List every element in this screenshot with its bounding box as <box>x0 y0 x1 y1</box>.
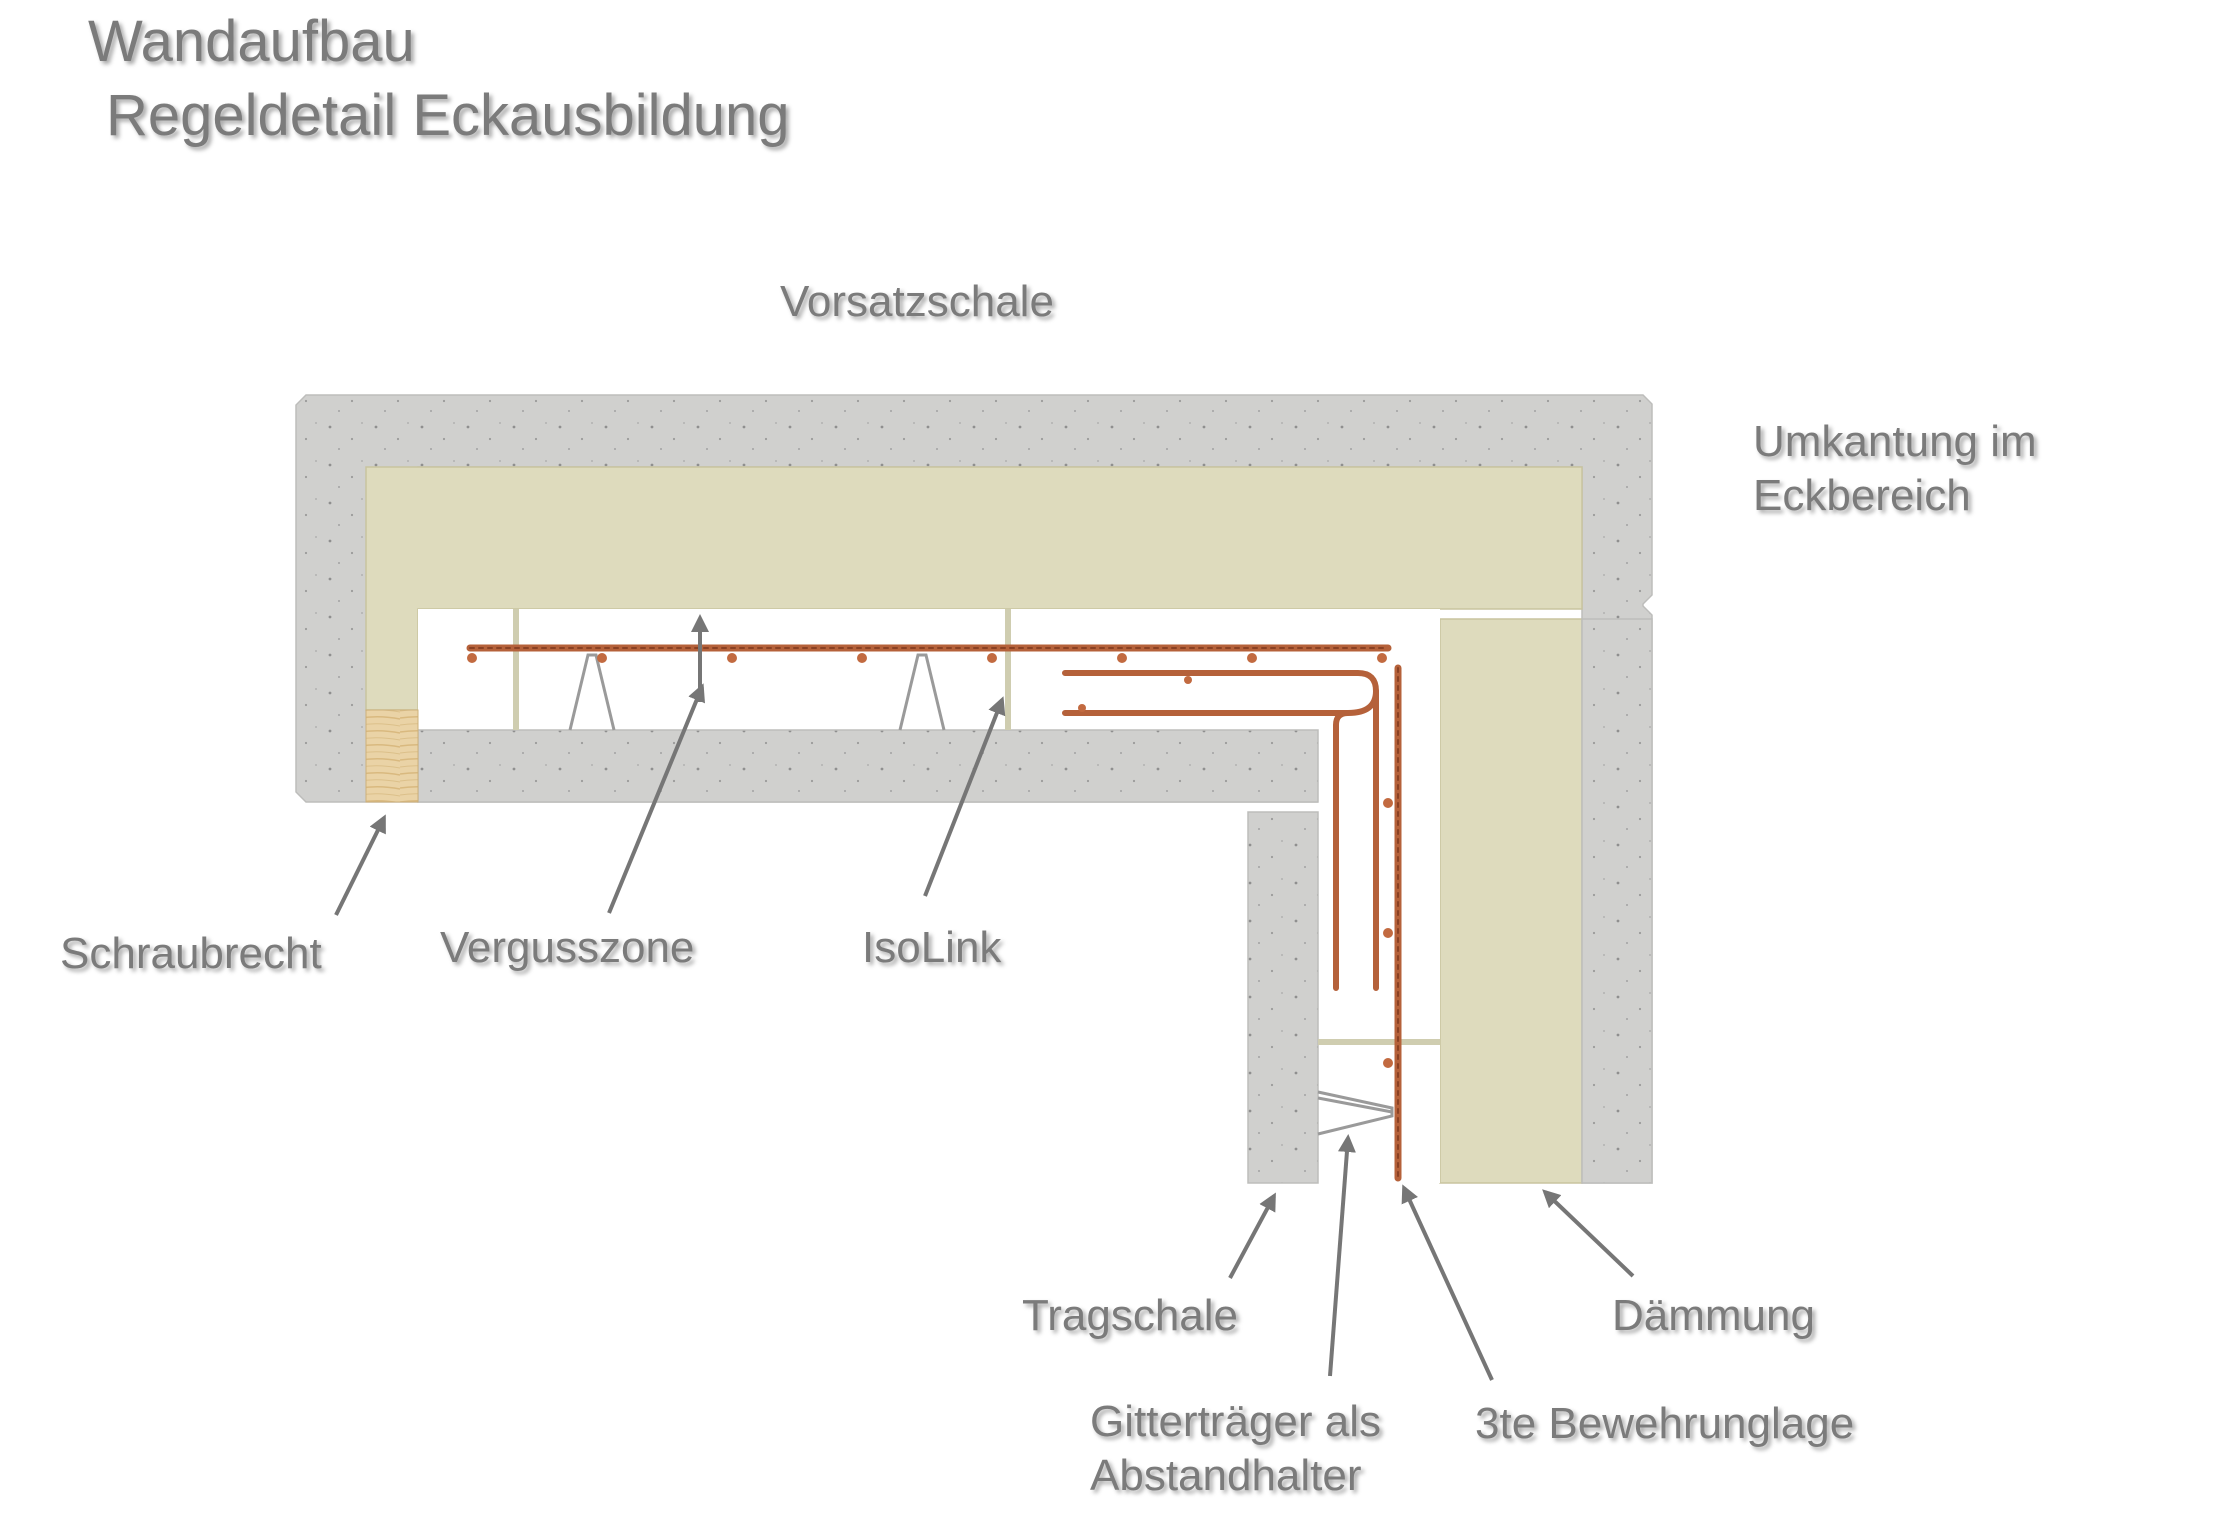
arrow-vergusszone <box>607 683 705 914</box>
label-gittertraeger-line-1: Gitterträger als <box>1090 1397 1381 1446</box>
label-bewehrung: 3te Bewehrunglage <box>1475 1399 1855 1448</box>
arrow-isolink <box>923 696 1006 897</box>
arrow-schraubrecht <box>334 814 386 916</box>
title-line-2: Regeldetail Eckausbildung <box>106 83 790 148</box>
label-tragschale: Tragschale <box>1022 1291 1239 1340</box>
arrow-bewehrung <box>1401 1184 1494 1381</box>
isolink-connectors <box>513 609 1440 1045</box>
title-line-1: Wandaufbau <box>88 9 415 74</box>
label-umkantung-line-1: Umkantung im <box>1753 417 2037 466</box>
label-vergusszone: Vergusszone <box>440 923 695 972</box>
callout-arrows <box>334 614 1635 1381</box>
label-schraubrecht: Schraubrecht <box>60 929 322 978</box>
schraubrecht-block <box>365 709 419 803</box>
arrow-gittertraeger <box>1328 1134 1356 1377</box>
label-umkantung-line-2: Eckbereich <box>1753 471 1971 520</box>
rebar-dots <box>467 653 1393 1068</box>
label-gittertraeger-line-2: Abstandhalter <box>1090 1451 1362 1500</box>
bewehrung <box>466 644 1402 1182</box>
label-daemmung: Dämmung <box>1612 1291 1815 1340</box>
daemmung-vertical <box>1439 618 1583 1184</box>
gittertraeger <box>568 653 1394 1136</box>
arrow-tragschale <box>1228 1192 1276 1279</box>
arrow-daemmung <box>1542 1189 1635 1278</box>
tragschale-horizontal <box>417 729 1319 803</box>
tragschale-vertical <box>1247 811 1319 1184</box>
label-vorsatzschale: Vorsatzschale <box>780 277 1054 326</box>
label-isolink: IsoLink <box>862 923 1002 972</box>
